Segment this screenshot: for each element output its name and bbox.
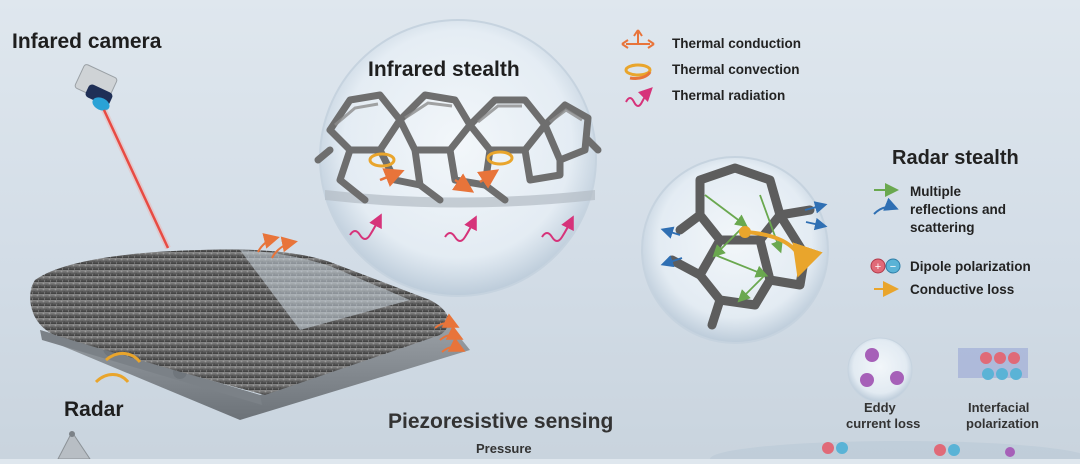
current-loss-label: current loss [846,416,921,431]
convection-swirl-icon [624,63,652,80]
heat-arrows-top [257,233,298,259]
radar-dish-icon [57,431,91,460]
radar-stealth-bubble [641,156,829,344]
svg-text:−: − [890,261,896,273]
dipole-icon: + − [870,258,901,274]
radar-stealth-title: Radar stealth [892,147,1019,169]
infrared-stealth-title: Infrared stealth [368,58,520,81]
radar-label: Radar [64,398,124,421]
charge-row-bottom [710,441,1080,464]
conductive-loss-path [744,230,823,278]
legend-multiple: Multiple [910,184,961,199]
interfacial-label: Interfacial [968,400,1030,415]
legend-thermal-conduction: Thermal conduction [672,36,802,51]
infrared-camera-icon [74,64,118,111]
eddy-current-bubble [847,337,913,403]
infrared-camera-label: Infared camera [12,30,162,53]
radar-wave-icon [94,352,142,384]
legend-thermal-radiation: Thermal radiation [672,88,786,103]
legend-dipole-polarization: Dipole polarization [910,259,1031,274]
interfacial-polarization-icon [958,348,1028,380]
radiation-waves-ir [349,213,574,242]
conduction-arrows-icon [621,29,655,49]
radiation-wave-icon [625,87,653,107]
legend-thermal-convection: Thermal convection [672,62,800,77]
legend-conductive-loss: Conductive loss [910,282,1015,297]
blue-arrow-icon [873,197,899,215]
legend-reflections: reflections and [910,202,1007,217]
polarization-label: polarization [966,416,1039,431]
convection-swirl-ir [368,150,514,168]
pressure-label: Pressure [476,441,532,456]
eddy-label: Eddy [864,400,896,415]
legend-scattering: scattering [910,220,975,235]
conduction-arrows-ir [379,168,500,193]
svg-text:+: + [875,261,881,273]
laser-beam [102,109,170,249]
infrared-stealth-bubble [319,19,597,297]
heat-arrows-side [434,313,466,353]
piezoresistive-title: Piezoresistive sensing [388,410,614,433]
scattering-arrows-blue [660,201,828,268]
